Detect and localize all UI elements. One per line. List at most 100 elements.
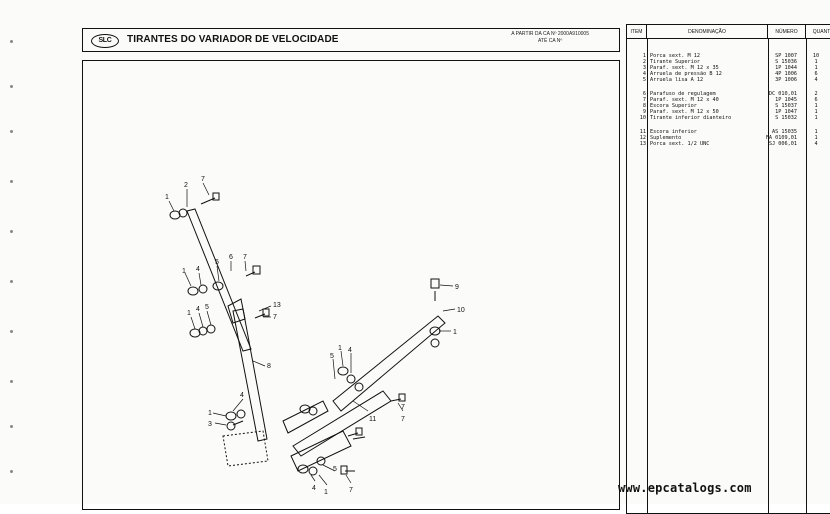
row-item: 9 — [642, 109, 646, 115]
frame-base — [222, 430, 269, 467]
row-qty: 1 — [814, 59, 818, 65]
label-1: 1 — [165, 194, 169, 201]
row-qty: 1 — [814, 129, 818, 135]
col-item-header: ITEM — [627, 25, 647, 39]
row-qty: 4 — [814, 77, 818, 83]
row-qty: 2 — [814, 91, 818, 97]
row-item: 3 — [642, 65, 646, 71]
row-number: FA 0109,01 — [765, 135, 797, 141]
row-desc: Paraf. sext. M 12 x 35 — [650, 65, 719, 71]
label-4: 4 — [196, 266, 200, 273]
brand-logo: SLC — [91, 34, 119, 48]
label-1b: 1 — [182, 268, 186, 275]
table-row: 5 Arruela lisa A 12 3P 1006 4 — [627, 77, 830, 83]
serial-to: ATÉ CA Nº — [537, 38, 563, 44]
row-qty: 1 — [814, 65, 818, 71]
col-num-header: NÚMERO — [768, 25, 806, 39]
row-number: 1P 1044 — [775, 65, 797, 71]
row-qty: 4 — [814, 141, 818, 147]
row-desc: Escora Superior — [650, 103, 697, 109]
row-qty: 1 — [814, 135, 818, 141]
row-item: 13 — [639, 141, 646, 147]
label-7d: 7 — [401, 404, 405, 411]
bolts — [200, 192, 440, 475]
row-desc: Arruela de pressão B 12 — [650, 71, 722, 77]
table-row: 2 Tirante Superior S 15036 1 — [627, 59, 830, 65]
label-11: 11 — [369, 416, 376, 423]
page-title: TIRANTES DO VARIADOR DE VELOCIDADE — [127, 34, 339, 45]
row-number: DC 010,01 — [768, 91, 797, 97]
watermark: www.epcatalogs.com — [618, 481, 752, 495]
label-8: 8 — [267, 363, 271, 370]
label-3: 3 — [208, 421, 212, 428]
table-row: 9 Paraf. sext. M 12 x 50 1P 1047 1 — [627, 109, 830, 115]
label-9: 9 — [455, 284, 459, 291]
label-1e: 1 — [338, 345, 342, 352]
row-number: 4P 1006 — [775, 71, 797, 77]
label-1f: 1 — [453, 329, 457, 336]
row-desc: Arruela lisa A 12 — [650, 77, 704, 83]
label-1d: 1 — [208, 410, 212, 417]
lower-front-tie-rod — [332, 315, 446, 412]
label-7f: 7 — [349, 487, 353, 494]
label-4d: 4 — [348, 347, 352, 354]
row-desc: Suplemento — [650, 135, 682, 141]
row-qty: 1 — [814, 109, 818, 115]
row-desc: Paraf. sext. M 12 x 50 — [650, 109, 719, 115]
row-number: S 15032 — [775, 115, 797, 121]
lower-strut — [292, 390, 392, 457]
row-item: 5 — [642, 77, 646, 83]
row-qty: 10 — [812, 53, 820, 59]
exploded-drawing: 1 2 7 5 6 7 1 4 13 7 1 4 5 8 4 1 3 1 4 5 — [165, 176, 465, 496]
row-item: 10 — [639, 115, 646, 121]
label-4b: 4 — [196, 306, 200, 313]
serial-range: A PARTIR DA CA Nº 2000A910005 ATÉ CA Nº — [511, 31, 589, 45]
nuts-and-washers — [169, 208, 441, 476]
row-number: 1P 1045 — [775, 97, 797, 103]
label-10: 10 — [457, 307, 465, 314]
binding-holes — [10, 40, 16, 480]
row-number: 1P 1047 — [775, 109, 797, 115]
exploded-drawing-frame: 1 2 7 5 6 7 1 4 13 7 1 4 5 8 4 1 3 1 4 5 — [82, 60, 620, 510]
label-7: 7 — [201, 176, 205, 183]
label-7b: 7 — [243, 254, 247, 261]
label-5b: 5 — [205, 304, 209, 311]
table-row: 1 Porca sext. M 12 SP 1007 10 — [627, 53, 830, 59]
row-desc: Parafuso de regulagem — [650, 91, 716, 97]
row-number: AS 15035 — [772, 129, 797, 135]
row-number: 3P 1006 — [775, 77, 797, 83]
row-item: 2 — [642, 59, 646, 65]
row-number: S 15037 — [775, 103, 797, 109]
row-desc: Porca sext. M 12 — [650, 53, 700, 59]
label-13: 13 — [273, 302, 281, 309]
row-item: 7 — [642, 97, 646, 103]
row-number: SJ 006,01 — [768, 141, 797, 147]
label-5: 5 — [215, 259, 219, 266]
label-7e: 7 — [401, 416, 405, 423]
row-item: 8 — [642, 103, 646, 109]
label-4c: 4 — [240, 392, 244, 399]
col-qty-header: QUANT — [806, 25, 830, 39]
row-item: 12 — [639, 135, 646, 141]
label-2: 2 — [184, 182, 188, 189]
table-row: 12 Suplemento FA 0109,01 1 — [627, 135, 830, 141]
row-number: SP 1007 — [775, 53, 797, 59]
row-number: S 15036 — [775, 59, 797, 65]
label-5c: 5 — [330, 353, 334, 360]
label-5d: 5 — [333, 466, 337, 473]
row-desc: Tirante inferior dianteiro — [650, 115, 732, 121]
label-7c: 7 — [273, 314, 277, 321]
table-row: 3 Paraf. sext. M 12 x 35 1P 1044 1 — [627, 65, 830, 71]
row-item: 1 — [642, 53, 646, 59]
row-qty: 6 — [814, 71, 818, 77]
callout-labels: 1 2 7 5 6 7 1 4 13 7 1 4 5 8 4 1 3 1 4 5 — [165, 176, 465, 496]
row-item: 6 — [642, 91, 646, 97]
row-desc: Tirante Superior — [650, 59, 700, 65]
